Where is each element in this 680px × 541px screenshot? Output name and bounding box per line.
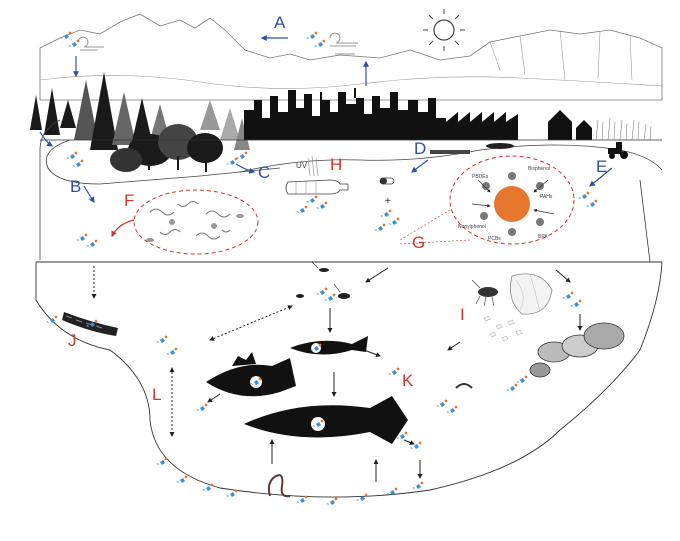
label-H: H	[330, 155, 342, 174]
label-G: G	[412, 233, 425, 252]
fragments	[483, 315, 523, 342]
label-K: K	[402, 371, 414, 390]
plus-sign: +	[385, 196, 391, 207]
factory	[446, 112, 518, 140]
perch	[206, 352, 296, 397]
forest	[30, 72, 250, 172]
barn	[548, 110, 592, 140]
label-A: A	[274, 13, 286, 32]
uv-label: UV	[296, 161, 308, 170]
pike	[244, 396, 408, 444]
chem-label-1: PBDEs	[472, 174, 489, 180]
mountain-range	[39, 13, 663, 101]
label-J: J	[68, 331, 77, 350]
label-L: L	[152, 385, 161, 404]
label-D: D	[414, 139, 426, 158]
small-fish	[290, 336, 368, 355]
crop-field	[595, 117, 652, 141]
chem-label-4: Nonylphenol	[458, 224, 486, 230]
chem-label-6: BPA	[538, 234, 548, 240]
label-I: I	[460, 305, 465, 324]
plastic-bottle-icon	[285, 179, 349, 195]
label-E: E	[596, 157, 607, 176]
city-skyline	[244, 88, 446, 140]
mussels	[529, 322, 625, 378]
wind-icon	[77, 32, 358, 55]
microplastic-particle	[494, 186, 530, 222]
uv-rays	[307, 155, 319, 177]
zooplankton	[296, 261, 350, 299]
label-F: F	[124, 191, 134, 210]
flow-arrows	[91, 266, 583, 482]
river	[39, 119, 663, 260]
biofilm-arrow	[111, 219, 135, 238]
chemical-ellipse: PBDEs Bisphenol PAHs Nonylphenol PCBs BP…	[399, 155, 575, 245]
label-C: C	[258, 163, 270, 182]
sun-icon	[423, 9, 465, 51]
plastic-bag	[509, 273, 553, 315]
source-arrows	[39, 35, 613, 203]
lake-outline	[35, 261, 663, 498]
chem-label-3: PAHs	[540, 194, 553, 200]
capsule-icon	[379, 177, 395, 185]
amphipod	[471, 279, 498, 307]
outfall	[430, 143, 514, 154]
label-B: B	[70, 177, 81, 196]
chem-label-2: Bisphenol	[528, 166, 550, 172]
tractor-icon	[608, 142, 628, 159]
shrimp	[455, 383, 473, 389]
tubifex-worm	[267, 474, 291, 498]
chem-label-5: PCBs	[488, 236, 501, 242]
microbe-ellipse	[133, 189, 259, 255]
